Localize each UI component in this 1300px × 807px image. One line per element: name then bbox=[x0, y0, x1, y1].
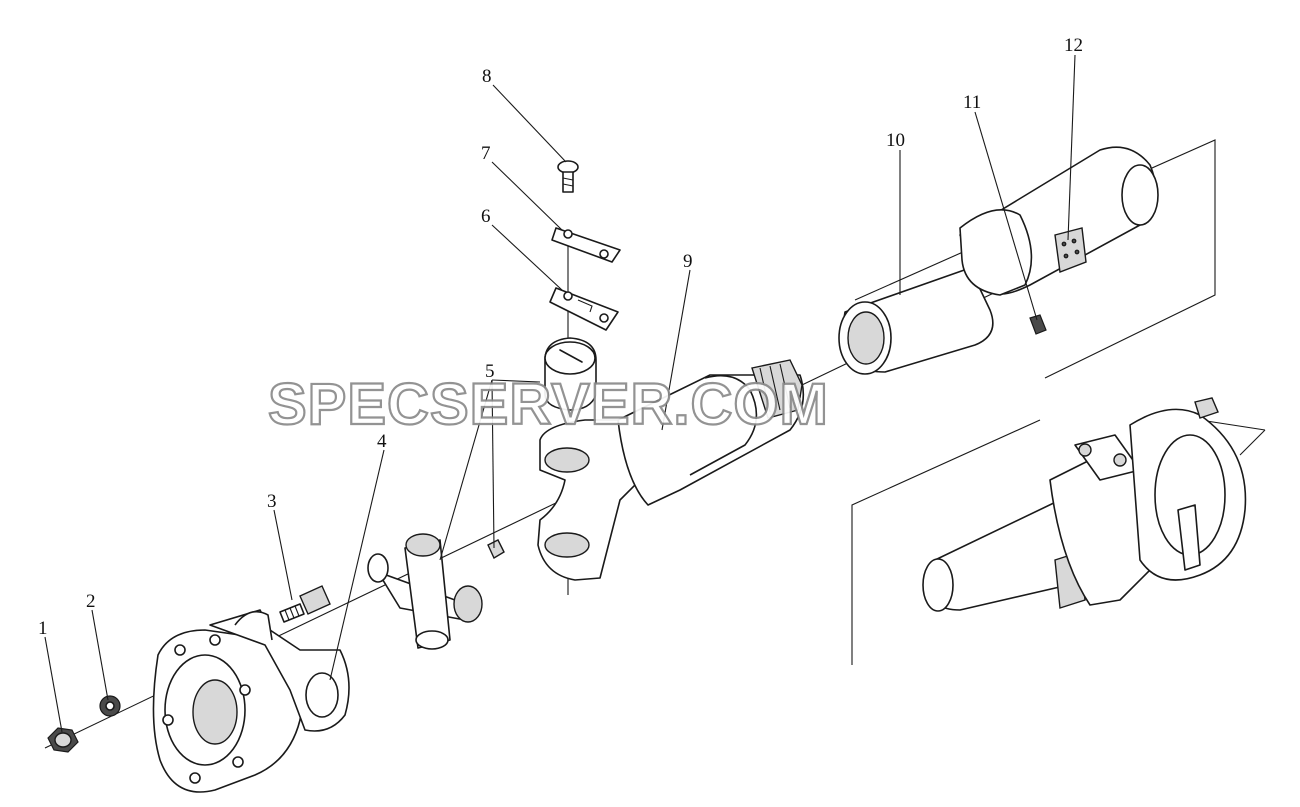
part-7-plate bbox=[551, 227, 621, 263]
part-shaft-tube-upper bbox=[854, 139, 1216, 379]
part-8-screw bbox=[557, 160, 579, 193]
part-1-nut bbox=[47, 727, 79, 753]
assembled-view-inset bbox=[851, 397, 1266, 665]
callout-1: 1 bbox=[38, 618, 48, 639]
callout-3: 3 bbox=[267, 491, 277, 512]
callout-9: 9 bbox=[683, 251, 693, 272]
callout-5: 5 bbox=[485, 361, 495, 382]
part-11-grease-nipple bbox=[1029, 314, 1047, 335]
bearing-cap bbox=[544, 337, 597, 411]
part-12-balance-plate bbox=[1054, 227, 1087, 273]
leader-lines bbox=[44, 54, 1076, 733]
part-5-universal-joint-cross bbox=[367, 533, 505, 650]
callout-2: 2 bbox=[86, 591, 96, 612]
callout-11: 11 bbox=[963, 92, 981, 113]
part-9-slip-yoke-tube bbox=[537, 359, 805, 581]
callout-7: 7 bbox=[481, 143, 491, 164]
part-4-flange-yoke bbox=[152, 609, 350, 793]
watermark-text: SPECSERVER.COM bbox=[268, 372, 829, 437]
part-6-lock-plate bbox=[549, 287, 619, 331]
callout-12: 12 bbox=[1064, 35, 1083, 56]
callout-8: 8 bbox=[482, 66, 492, 87]
callout-4: 4 bbox=[377, 431, 387, 452]
part-2-washer bbox=[99, 695, 121, 717]
callout-10: 10 bbox=[886, 130, 905, 151]
callout-labels: 1 2 3 4 5 6 7 8 9 10 11 12 bbox=[38, 35, 1083, 639]
part-10-sleeve bbox=[838, 267, 994, 375]
part-3-bolt bbox=[279, 585, 331, 623]
callout-6: 6 bbox=[481, 206, 491, 227]
